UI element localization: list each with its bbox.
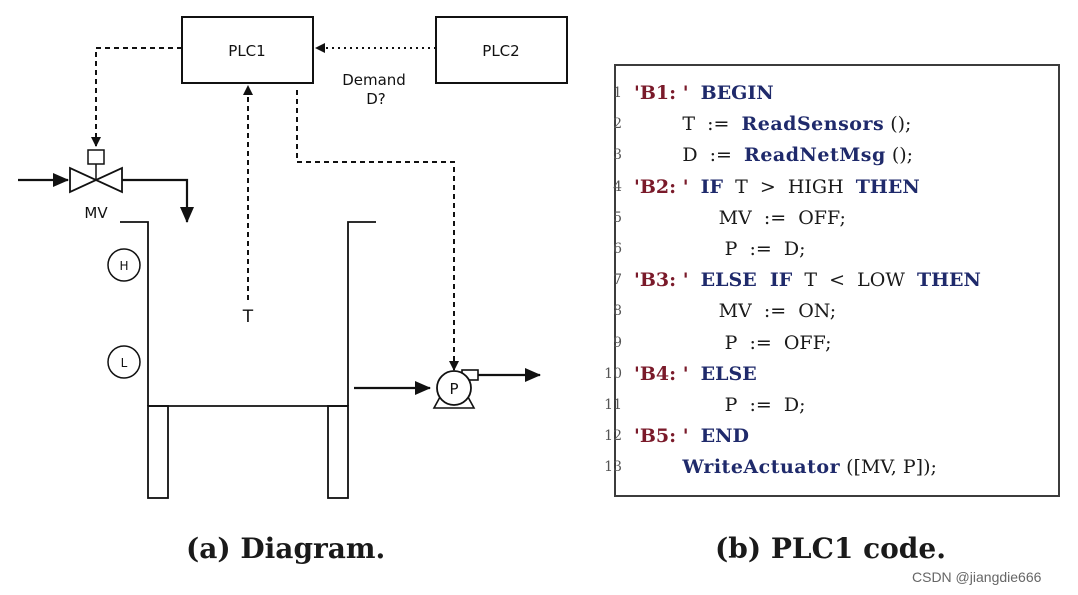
code-text: P := OFF; [724,331,832,354]
plc1-label: PLC1 [228,42,265,60]
line-number: 1 [613,85,622,101]
valve-outlet-arrow [122,178,194,223]
high-level-label: H [119,259,128,273]
code-line: 1 'B1: ' BEGIN [613,78,774,109]
valve-actuator-icon [87,149,105,165]
line-number: 7 [613,272,622,289]
code-text: (); [885,144,914,167]
code-line: 12 'B5: ' END [604,421,749,452]
tank-leg-left [147,405,169,499]
plc2-box [435,16,568,84]
indent [634,144,682,166]
code-text: T := [682,113,742,136]
code-line: 10 'B4: ' ELSE [604,359,757,390]
tank-leg-right [327,405,349,499]
diagram-caption: (a) Diagram. [186,532,386,565]
code-line: 7 'B3: ' ELSE IF T < LOW THEN [613,265,981,296]
keyword: ELSE IF [700,269,793,292]
demand-question: D? [366,90,386,108]
function-name: ReadSensors [741,113,885,136]
line-number: 4 [613,178,622,195]
block-label: 'B3: ' [634,269,689,292]
code-text: D := [682,144,745,167]
plc1-to-valve-link [91,47,182,147]
valve-body-icon [69,166,123,194]
function-name: ReadNetMsg [744,144,886,167]
code-line: 2 T := ReadSensors (); [613,109,912,140]
code-line: 8 MV := ON; [613,296,837,327]
low-level-indicator [107,345,141,379]
plc1-box [181,16,314,84]
pump-icon [436,370,472,406]
code-line: 3 D := ReadNetMsg (); [613,140,914,171]
line-number: 11 [604,397,622,413]
indent [634,238,725,260]
line-number: 8 [613,303,622,320]
valve-label: MV [84,204,108,222]
demand-label: Demand [342,71,406,89]
block-label: 'B2: ' [634,175,689,198]
code-text: P := D; [724,394,806,416]
indent [634,113,682,135]
code-text: MV := OFF; [718,206,846,229]
keyword: THEN [916,269,981,292]
code-text: ([MV, P]); [840,456,937,479]
block-label: 'B1: ' [634,82,689,104]
line-number: 9 [613,334,622,351]
block-label: 'B5: ' [634,425,689,448]
keyword: END [700,425,749,448]
function-name: WriteActuator [682,456,841,479]
plc2-label: PLC2 [482,42,519,60]
indent [634,207,719,229]
indent [634,300,719,322]
code-text: MV := ON; [718,300,837,323]
code-caption: (b) PLC1 code. [715,532,946,565]
block-label: 'B4: ' [634,362,689,385]
tank-wall-left [120,221,149,406]
line-number: 3 [613,147,622,164]
process-diagram: PLC1 PLC2 Demand D? T MV H L P [18,16,568,499]
code-text: T < LOW [792,269,917,292]
code-text: P := D; [724,238,806,260]
indent [634,394,725,416]
keyword: THEN [855,175,920,198]
code-line: 11 P := D; [604,390,806,421]
keyword: BEGIN [700,82,774,104]
line-number: 5 [613,209,622,226]
code-line: 6 P := D; [613,234,806,265]
code-line: 5 MV := OFF; [613,203,846,234]
keyword: IF [700,175,724,198]
line-number: 2 [613,116,622,133]
high-level-indicator [107,248,141,282]
line-number: 12 [604,428,622,445]
code-line: 9 P := OFF; [613,328,832,359]
plc1-to-pump-link [296,90,459,371]
indent [634,456,682,478]
pump-label: P [449,380,458,398]
low-level-label: L [121,356,128,370]
sensor-label: T [242,307,254,327]
pump-base-icon [432,396,476,409]
keyword: ELSE [700,362,757,385]
code-text: T > HIGH [723,175,856,198]
code-text: (); [884,113,912,136]
line-number: 13 [604,459,622,476]
watermark: CSDN @jiangdie666 [912,569,1042,585]
line-number: 6 [613,241,622,257]
code-line: 4 'B2: ' IF T > HIGH THEN [613,172,920,203]
indent [634,332,725,354]
line-number: 10 [604,365,622,382]
code-line: 13 WriteActuator ([MV, P]); [604,452,937,483]
tank-wall-right [347,221,376,406]
